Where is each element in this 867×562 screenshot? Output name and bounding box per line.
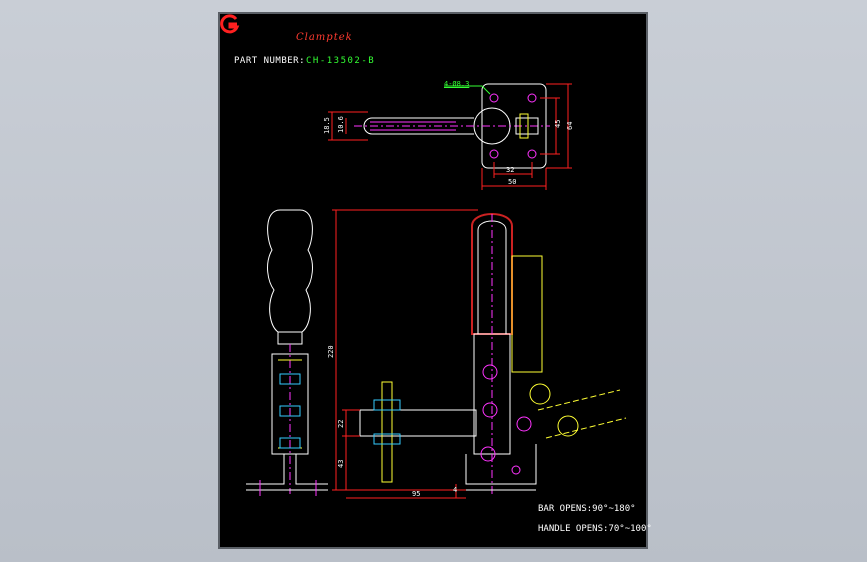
- dim-label-95: 95: [412, 490, 420, 498]
- front-spindle-nut-bot: [373, 433, 401, 445]
- side-body: [271, 353, 309, 455]
- front-clamp-arm: [359, 409, 477, 437]
- dim-label-4: 4: [453, 486, 457, 494]
- dim-label-10-6: 10.6: [337, 116, 345, 133]
- side-pin-3: [279, 437, 301, 449]
- top-view: [328, 83, 572, 190]
- brand-name: Clamptek: [296, 32, 353, 43]
- front-base-hole: [511, 465, 521, 475]
- front-pivot-3: [516, 416, 532, 432]
- mount-hole-tr: [527, 93, 537, 103]
- dim-label-18-5: 18.5: [323, 117, 331, 134]
- front-view: [332, 209, 627, 499]
- dim-label-32: 32: [506, 166, 514, 174]
- dim-label-45: 45: [554, 120, 562, 128]
- top-handle: [363, 117, 474, 135]
- side-base: [246, 454, 328, 485]
- side-grip-collar: [277, 331, 303, 345]
- mount-hole-bl: [489, 149, 499, 159]
- side-grip: [267, 209, 313, 333]
- handle-opens-note: HANDLE OPENS:70°~100°: [538, 524, 652, 534]
- top-handle-inner: [370, 121, 456, 131]
- front-pivot-4: [480, 446, 496, 462]
- dim-label-64: 64: [566, 122, 574, 130]
- hole-note: 4-Ø8.3: [444, 80, 470, 88]
- front-pivot-1: [482, 364, 498, 380]
- dim-label-50: 50: [508, 178, 516, 186]
- ghost-arm: [537, 389, 627, 439]
- dim-label-22: 22: [337, 420, 345, 428]
- clamptek-logo-icon: [220, 14, 240, 34]
- technical-drawing: 32 50 45 64 18.5 10.6: [246, 83, 627, 499]
- front-spindle-nut-top: [373, 399, 401, 411]
- hole-note-leader: [444, 85, 491, 95]
- mount-hole-tl: [489, 93, 499, 103]
- dim-label-220: 220: [327, 345, 335, 358]
- part-number-label: PART NUMBER:: [234, 56, 306, 66]
- part-number-value: CH-13502-B: [306, 56, 376, 66]
- ghost-pivot: [529, 383, 551, 405]
- drawing-sheet: 32 50 45 64 18.5 10.6: [218, 12, 652, 549]
- ghost-handle: [511, 255, 543, 373]
- front-spindle: [381, 381, 393, 483]
- front-base: [465, 444, 537, 485]
- top-spindle-nut: [519, 113, 529, 139]
- ghost-pivot-2: [557, 415, 579, 437]
- dim-label-43: 43: [337, 460, 345, 468]
- top-spindle: [515, 117, 539, 135]
- side-pin-2: [279, 405, 301, 417]
- mount-hole-br: [527, 149, 537, 159]
- side-pin-1: [279, 373, 301, 385]
- front-grip-inner: [477, 220, 507, 335]
- front-pivot-2: [482, 402, 498, 418]
- side-view: [246, 209, 328, 496]
- bar-opens-note: BAR OPENS:90°~180°: [538, 504, 636, 514]
